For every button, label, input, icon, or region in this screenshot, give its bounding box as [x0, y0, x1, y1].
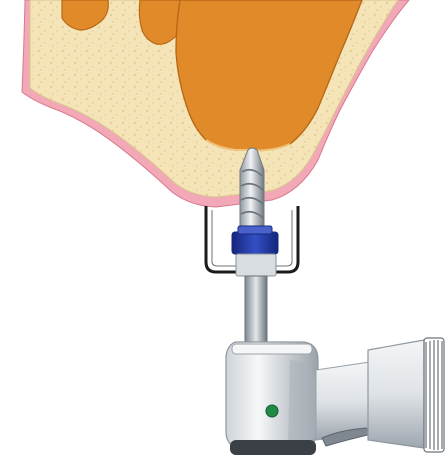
stopper-gap — [236, 254, 276, 276]
drill-bit — [240, 148, 264, 232]
handpiece-grip — [368, 340, 424, 448]
depth-stopper — [232, 232, 278, 254]
depth-stopper-collar — [238, 226, 272, 234]
handpiece-head-shadow — [288, 360, 316, 446]
drill-shank — [245, 276, 267, 342]
indicator-light-icon — [266, 405, 278, 417]
handpiece-head-cap — [232, 344, 312, 354]
grip-ridges — [426, 340, 442, 450]
handpiece-base — [230, 440, 316, 455]
